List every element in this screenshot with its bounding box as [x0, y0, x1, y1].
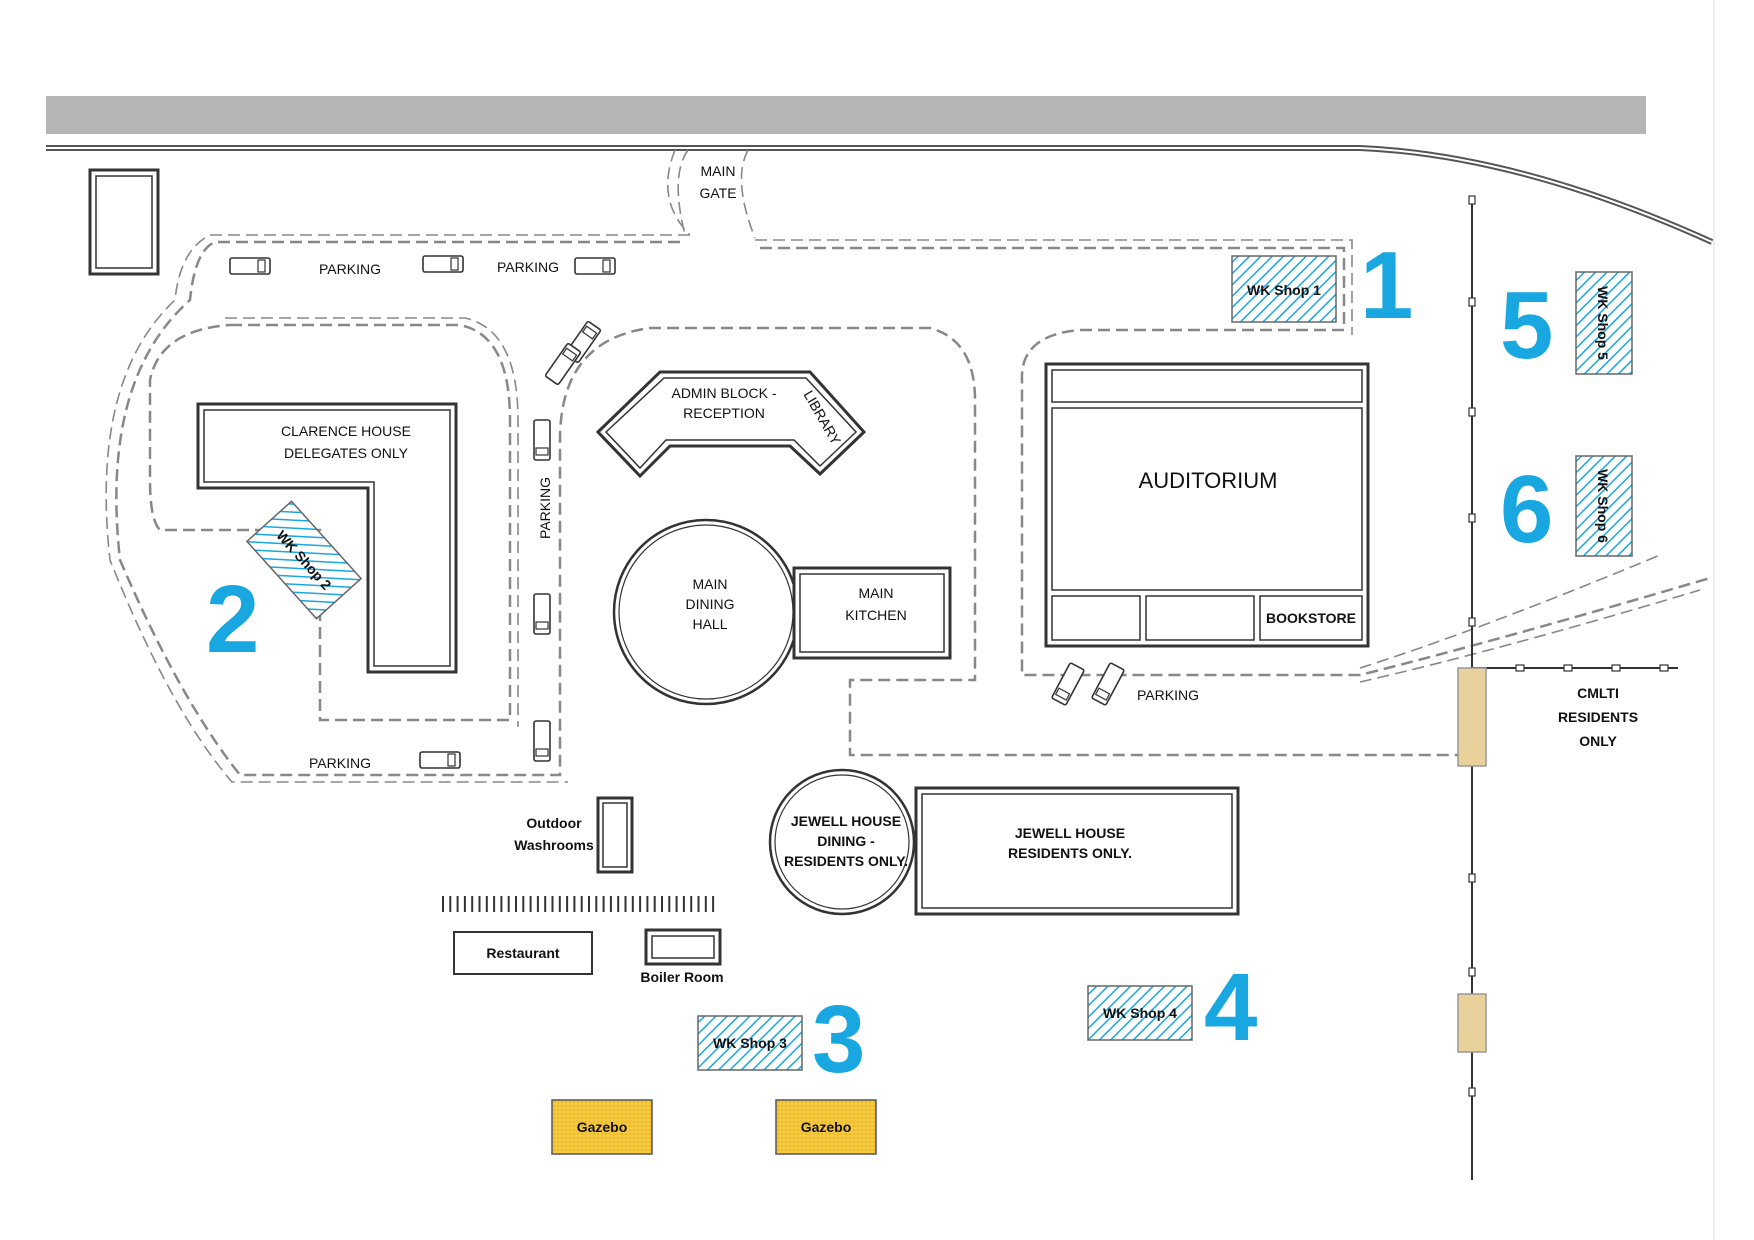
wk-shop-2: WK Shop 2 — [245, 500, 363, 620]
car-icon — [419, 751, 461, 769]
svg-text:AUDITORIUM: AUDITORIUM — [1139, 468, 1278, 493]
car-icon — [422, 255, 464, 273]
restaurant: Restaurant — [453, 931, 593, 975]
svg-text:Gazebo: Gazebo — [801, 1119, 852, 1135]
parking-label: PARKING — [319, 261, 381, 277]
svg-text:MAIN: MAIN — [693, 576, 728, 592]
wk-shop-6-number: 6 — [1500, 456, 1553, 563]
gazebo-1: Gazebo — [551, 1099, 653, 1155]
svg-text:DELEGATES ONLY: DELEGATES ONLY — [284, 445, 409, 461]
car-icon — [544, 343, 582, 385]
svg-text:Washrooms: Washrooms — [514, 837, 594, 853]
svg-text:MAIN: MAIN — [701, 163, 736, 179]
main-gate-label: MAIN GATE — [699, 163, 736, 201]
parking-label: PARKING — [309, 755, 371, 771]
jewell-house-dining: JEWELL HOUSE DINING - RESIDENTS ONLY. — [768, 768, 916, 916]
svg-text:WK Shop 3: WK Shop 3 — [713, 1035, 787, 1051]
boiler-room: Boiler Room — [640, 928, 724, 985]
admin-block: ADMIN BLOCK - RECEPTION LIBRARY — [595, 370, 867, 479]
svg-text:RESIDENTS ONLY.: RESIDENTS ONLY. — [784, 853, 908, 869]
wk-shop-5-number: 5 — [1500, 272, 1553, 379]
outdoor-washrooms: Outdoor Washrooms — [514, 796, 634, 874]
car-icon — [1051, 662, 1085, 706]
svg-text:CLARENCE HOUSE: CLARENCE HOUSE — [281, 423, 411, 439]
svg-text:RECEPTION: RECEPTION — [683, 405, 765, 421]
svg-text:BOOKSTORE: BOOKSTORE — [1266, 610, 1356, 626]
svg-text:WK Shop 4: WK Shop 4 — [1103, 1005, 1177, 1021]
wk-shop-4: WK Shop 4 — [1087, 985, 1193, 1041]
parking-label: PARKING — [537, 477, 553, 539]
main-road — [46, 96, 1646, 134]
wk-shop-6: WK Shop 6 — [1575, 455, 1633, 557]
svg-text:JEWELL HOUSE: JEWELL HOUSE — [1015, 825, 1125, 841]
wk-shop-3-number: 3 — [812, 986, 865, 1093]
svg-text:KITCHEN: KITCHEN — [845, 607, 906, 623]
parking-label: PARKING — [497, 259, 559, 275]
gazebo-2: Gazebo — [775, 1099, 877, 1155]
car-icon — [533, 593, 551, 635]
car-icon — [533, 720, 551, 762]
car-icon — [229, 257, 271, 275]
wk-shop-4-number: 4 — [1204, 954, 1257, 1061]
svg-text:Restaurant: Restaurant — [486, 945, 559, 961]
cmlti-residents-label: CMLTI RESIDENTS ONLY — [1558, 685, 1638, 749]
east-gate-1 — [1457, 667, 1487, 767]
car-icon — [574, 257, 616, 275]
svg-text:WK Shop 5: WK Shop 5 — [1595, 286, 1611, 360]
svg-text:WK Shop 1: WK Shop 1 — [1247, 282, 1321, 298]
wk-shop-1: WK Shop 1 — [1231, 255, 1337, 323]
svg-text:MAIN: MAIN — [859, 585, 894, 601]
svg-text:Outdoor: Outdoor — [526, 815, 582, 831]
car-icon — [533, 419, 551, 461]
parking-label: PARKING — [1137, 687, 1199, 703]
svg-text:ADMIN BLOCK -: ADMIN BLOCK - — [671, 385, 776, 401]
east-gate-2 — [1457, 993, 1487, 1053]
svg-text:JEWELL HOUSE: JEWELL HOUSE — [791, 813, 901, 829]
jewell-house: JEWELL HOUSE RESIDENTS ONLY. — [914, 786, 1240, 916]
main-dining-hall: MAIN DINING HALL — [612, 518, 800, 706]
svg-text:RESIDENTS ONLY.: RESIDENTS ONLY. — [1008, 845, 1132, 861]
svg-text:Boiler Room: Boiler Room — [640, 969, 723, 985]
car-icon — [1091, 662, 1125, 706]
wk-shop-1-number: 1 — [1360, 232, 1413, 339]
fence-icon — [442, 896, 715, 912]
svg-text:CMLTI: CMLTI — [1577, 685, 1619, 701]
wk-shop-2-number: 2 — [206, 566, 259, 673]
svg-text:DINING: DINING — [686, 596, 735, 612]
svg-text:RESIDENTS: RESIDENTS — [1558, 709, 1638, 725]
svg-text:ONLY: ONLY — [1579, 733, 1617, 749]
road-curb — [46, 145, 1714, 245]
svg-text:WK Shop 6: WK Shop 6 — [1595, 469, 1611, 543]
svg-text:HALL: HALL — [692, 616, 727, 632]
car-icon-group — [229, 255, 1125, 769]
auditorium: AUDITORIUM BOOKSTORE — [1044, 362, 1370, 648]
wk-shop-5: WK Shop 5 — [1575, 271, 1633, 375]
main-kitchen: MAIN KITCHEN — [792, 566, 952, 660]
outbuilding-top-left — [88, 168, 160, 276]
svg-text:DINING -: DINING - — [817, 833, 875, 849]
wk-shop-3: WK Shop 3 — [697, 1015, 803, 1071]
inner-loop-road — [148, 323, 512, 722]
svg-text:GATE: GATE — [699, 185, 736, 201]
svg-text:Gazebo: Gazebo — [577, 1119, 628, 1135]
clarence-house: CLARENCE HOUSE DELEGATES ONLY — [196, 402, 458, 674]
outer-loop-road — [115, 240, 1460, 777]
